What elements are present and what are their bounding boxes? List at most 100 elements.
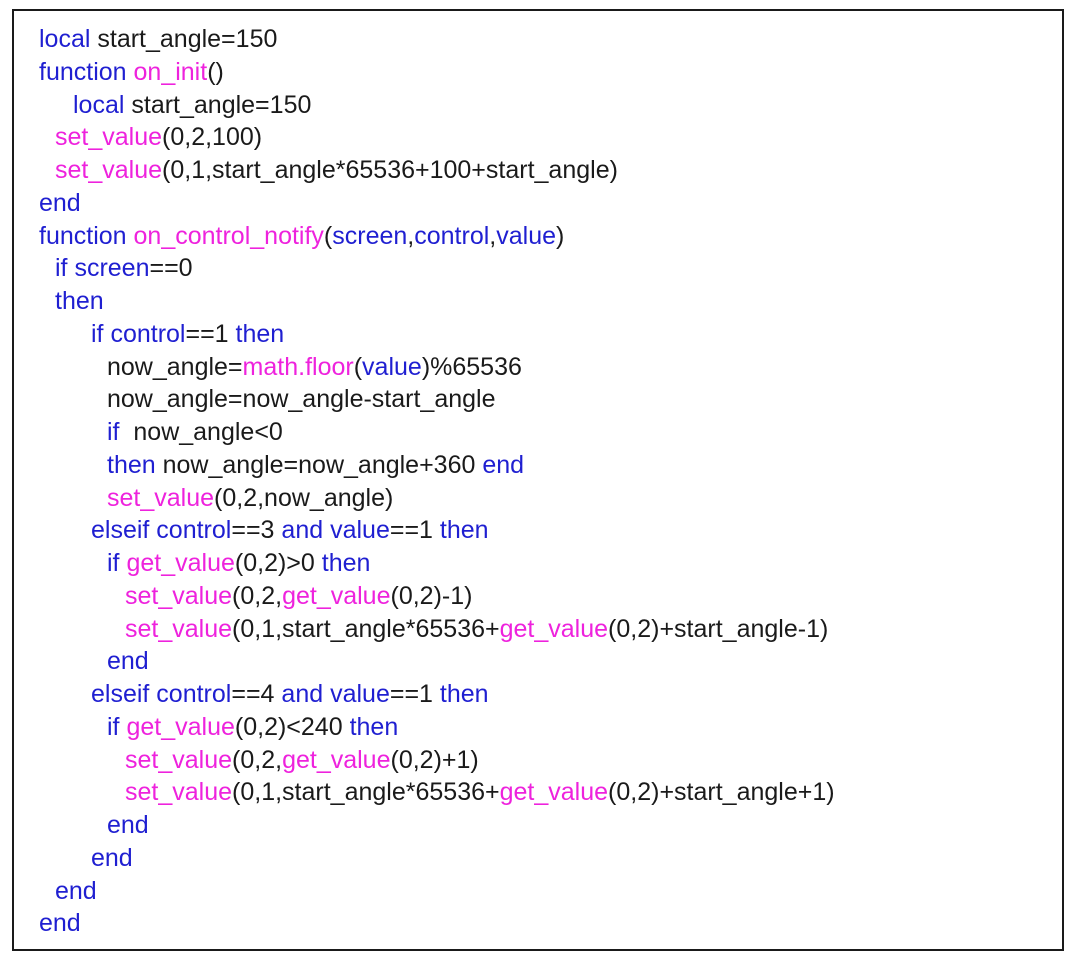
- code-text: (0,2)+start_angle+1): [608, 778, 835, 807]
- code-line: end: [39, 809, 835, 842]
- code-keyword: then: [107, 450, 156, 479]
- code-line: set_value(0,2,100): [39, 121, 835, 154]
- code-keyword: then: [439, 516, 489, 545]
- code-keyword: if: [107, 712, 127, 741]
- code-line: if get_value(0,2)>0 then: [39, 547, 835, 580]
- code-function-name: get_value: [126, 549, 235, 577]
- code-text: ==1: [389, 680, 440, 708]
- code-keyword: local: [39, 25, 91, 53]
- code-function-name: get_value: [282, 581, 391, 610]
- code-text: (0,2)-1): [390, 581, 473, 610]
- code-text: (: [353, 352, 363, 381]
- code-text: now_angle=: [107, 352, 243, 381]
- code-text: (0,2)<240: [234, 712, 350, 741]
- code-keyword: if: [107, 549, 127, 577]
- code-line: set_value(0,2,get_value(0,2)-1): [39, 580, 835, 613]
- code-keyword: local: [73, 90, 125, 119]
- code-text: now_angle<0: [119, 418, 283, 446]
- code-function-name: set_value: [107, 483, 215, 512]
- code-text: ==4: [231, 680, 282, 708]
- code-text: (0,2,: [232, 581, 283, 610]
- code-function-name: set_value: [125, 614, 233, 643]
- code-keyword: then: [349, 712, 399, 741]
- code-function-name: set_value: [125, 778, 233, 807]
- code-function-name: get_value: [282, 745, 391, 774]
- code-text: ==3: [231, 516, 282, 545]
- code-text: (0,2)+1): [390, 745, 479, 774]
- code-line: if control==1 then: [39, 318, 835, 351]
- code-line: function on_init(): [39, 56, 835, 89]
- code-function-name: set_value: [125, 581, 233, 610]
- code-keyword: then: [321, 549, 371, 577]
- code-text: (0,2,: [232, 745, 283, 774]
- code-text: ,: [407, 221, 415, 250]
- code-text: (0,2)>0: [234, 549, 322, 577]
- code-keyword: elseif control: [91, 680, 232, 708]
- code-line: if now_angle<0: [39, 416, 835, 449]
- code-line: if screen==0: [39, 252, 835, 285]
- code-line: if get_value(0,2)<240 then: [39, 711, 835, 744]
- code-keyword: value: [362, 352, 422, 381]
- code-text: start_angle=150: [124, 90, 312, 119]
- code-line: then: [39, 285, 835, 318]
- code-function-name: on_init: [133, 57, 208, 86]
- code-text: now_angle=now_angle+360: [155, 450, 483, 479]
- code-line: end: [39, 907, 835, 940]
- code-keyword: then: [439, 680, 489, 708]
- code-line: end: [39, 842, 835, 875]
- code-function-name: set_value: [55, 156, 163, 184]
- code-line: now_angle=now_angle-start_angle: [39, 383, 835, 416]
- code-line: end: [39, 187, 835, 220]
- code-line: local start_angle=150: [39, 23, 835, 56]
- code-keyword: elseif control: [91, 516, 232, 545]
- code-function-name: get_value: [499, 778, 609, 807]
- code-keyword: end: [91, 843, 133, 872]
- code-keyword: end: [55, 876, 97, 905]
- code-text: (: [323, 221, 333, 250]
- code-keyword: end: [39, 188, 81, 217]
- code-text: ==1: [389, 516, 440, 545]
- code-keyword: screen: [332, 221, 408, 250]
- code-keyword: end: [107, 811, 149, 839]
- code-function-name: get_value: [499, 614, 609, 643]
- code-text: (0,2)+start_angle-1): [608, 614, 829, 643]
- code-line: set_value(0,2,get_value(0,2)+1): [39, 744, 835, 777]
- code-line: function on_control_notify(screen,contro…: [39, 220, 835, 253]
- code-line: set_value(0,1,start_angle*65536+get_valu…: [39, 776, 835, 809]
- code-text: (): [207, 57, 224, 86]
- code-keyword: if: [107, 418, 120, 446]
- code-keyword: if control: [91, 319, 186, 348]
- code-text: (0,1,start_angle*65536+: [232, 614, 500, 643]
- code-line: elseif control==3 and value==1 then: [39, 514, 835, 547]
- code-text: ): [556, 221, 565, 250]
- code-line: end: [39, 875, 835, 908]
- code-keyword: end: [107, 647, 149, 676]
- code-text: (0,2,100): [162, 123, 263, 152]
- code-keyword: and value: [281, 516, 390, 545]
- code-line: now_angle=math.floor(value)%65536: [39, 351, 835, 384]
- code-line: set_value(0,1,start_angle*65536+100+star…: [39, 154, 835, 187]
- code-line: end: [39, 645, 835, 678]
- code-line: set_value(0,2,now_angle): [39, 482, 835, 515]
- code-keyword: control: [414, 221, 490, 250]
- code-function-name: math.floor: [242, 352, 354, 381]
- code-text: start_angle=150: [90, 25, 278, 53]
- code-line: elseif control==4 and value==1 then: [39, 678, 835, 711]
- code-keyword: if screen: [55, 254, 150, 283]
- code-function-name: set_value: [125, 745, 233, 774]
- code-keyword: then: [55, 287, 104, 315]
- code-text: ==0: [149, 254, 193, 283]
- code-text: ==1: [185, 319, 236, 348]
- code-text: ,: [489, 221, 497, 250]
- code-keyword: end: [482, 450, 525, 479]
- code-line: local start_angle=150: [39, 89, 835, 122]
- code-keyword: end: [39, 909, 81, 938]
- code-keyword: then: [235, 319, 285, 348]
- code-keyword: value: [496, 221, 557, 250]
- code-text: (0,1,start_angle*65536+: [232, 778, 500, 807]
- code-text: )%65536: [421, 352, 522, 381]
- code-text: (0,1,start_angle*65536+100+start_angle): [162, 156, 618, 184]
- code-function-name: set_value: [55, 123, 163, 152]
